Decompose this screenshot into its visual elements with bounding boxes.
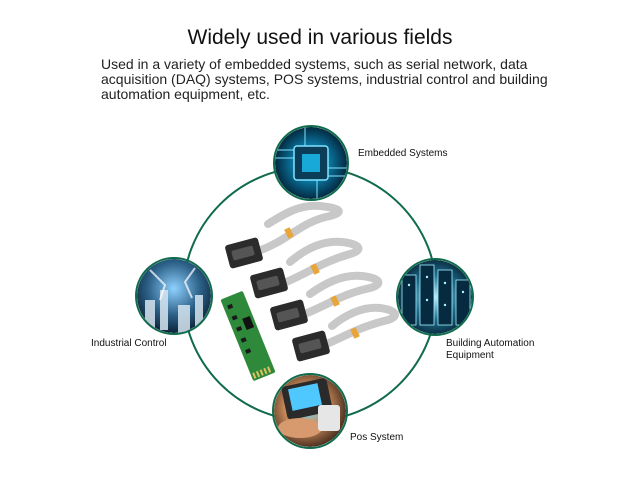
serial-cable-3	[270, 271, 383, 331]
description-text: Used in a variety of embedded systems, s…	[101, 56, 548, 102]
serial-cable-1	[225, 201, 343, 269]
pos-system-image	[274, 375, 346, 447]
label-pos-system: Pos System	[350, 432, 404, 443]
serial-cable-4	[292, 303, 399, 362]
page-title: Widely used in various fields	[187, 26, 453, 49]
building-automation-image	[398, 260, 472, 334]
serial-cable-2	[250, 237, 363, 299]
label-building-automation-line1: Building Automation	[446, 338, 535, 349]
label-building-automation-line2: Equipment	[446, 350, 494, 361]
label-building-automation: Building Automation Equipment	[446, 338, 534, 362]
m2-pcb-module	[220, 291, 276, 381]
embedded-systems-image	[275, 127, 347, 199]
industrial-control-image	[137, 259, 211, 333]
label-industrial-control: Industrial Control	[91, 338, 167, 349]
label-embedded-systems: Embedded Systems	[358, 148, 448, 159]
